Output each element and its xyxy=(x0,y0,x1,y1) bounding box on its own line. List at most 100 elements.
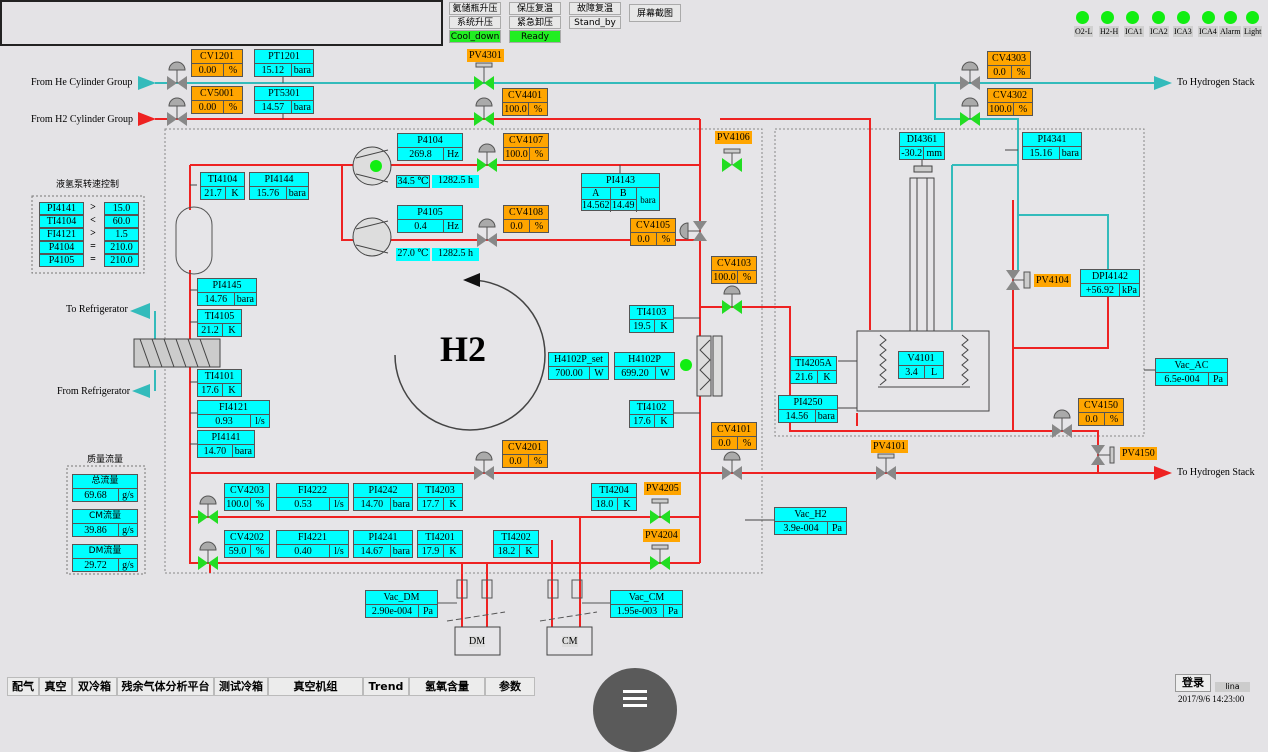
nav-tab[interactable]: 配气 xyxy=(7,677,39,696)
pi4143-tag[interactable]: PI4143 A 14.562 B 14.49 bara xyxy=(581,173,660,212)
nav-tab[interactable]: 氢氧含量 xyxy=(409,677,485,696)
pv4106-label[interactable]: PV4106 xyxy=(715,131,752,144)
speed-rule-value[interactable]: 60.0 xyxy=(104,215,139,228)
nav-tab[interactable]: 双冷箱 xyxy=(72,677,117,696)
login-button[interactable]: 登录 xyxy=(1175,674,1211,692)
nav-tab[interactable]: 真空 xyxy=(39,677,72,696)
he-boost-button[interactable]: 氦储瓶升压 xyxy=(449,2,501,15)
valve-pv4101 xyxy=(876,453,896,480)
nav-tab[interactable]: 残余气体分析平台 xyxy=(117,677,214,696)
pv4204-label[interactable]: PV4204 xyxy=(643,529,680,542)
valve-cv4201 xyxy=(474,451,494,480)
tag-value: 0.0 xyxy=(712,437,738,450)
main-menu-button[interactable] xyxy=(593,668,677,752)
ready-button[interactable]: Ready xyxy=(509,30,561,43)
tag-name: TI4105 xyxy=(198,310,241,324)
speed-rule-value[interactable]: 210.0 xyxy=(104,241,139,254)
tag-name: FI4121 xyxy=(198,401,269,415)
buffer-vessel xyxy=(175,206,213,275)
pv4301-label[interactable]: PV4301 xyxy=(467,49,504,62)
tag-unit: % xyxy=(1109,414,1119,425)
nav-tab[interactable]: 测试冷箱 xyxy=(214,677,268,696)
medium-label: H2 xyxy=(440,329,487,369)
nav-tab[interactable]: 参数 xyxy=(485,677,535,696)
heat-exchanger xyxy=(133,338,221,368)
speed-rule-value[interactable]: 15.0 xyxy=(104,202,139,215)
pv4101-label[interactable]: PV4101 xyxy=(871,440,908,453)
screenshot-button[interactable]: 屏幕截图 xyxy=(629,4,681,22)
standby-button[interactable]: Stand_by xyxy=(569,16,621,29)
nav-tab[interactable]: 真空机组 xyxy=(268,677,363,696)
tag-unit: % xyxy=(255,499,265,510)
he-lines xyxy=(155,82,1155,330)
emergency-release-button[interactable]: 紧急卸压 xyxy=(509,16,561,29)
indicator-label: ICA1 xyxy=(1124,26,1144,37)
speed-rule-value[interactable]: 1.5 xyxy=(104,228,139,241)
speed-rule-value[interactable]: 210.0 xyxy=(104,254,139,267)
pv4205-label[interactable]: PV4205 xyxy=(644,482,681,495)
tag-value: 0.00 xyxy=(192,101,224,114)
system-boost-button[interactable]: 系统升压 xyxy=(449,16,501,29)
cooldown-button[interactable]: Cool_down xyxy=(449,30,501,43)
mass-flow-label: DM流量 xyxy=(73,545,137,559)
speed-rule-op: > xyxy=(90,228,96,239)
fault-warmup-button[interactable]: 故障复温 xyxy=(569,2,621,15)
valve-pv4104 xyxy=(1006,270,1031,290)
he-inlet-arrow xyxy=(138,76,156,90)
pv4104-label[interactable]: PV4104 xyxy=(1034,274,1071,287)
p4105-temp: 27.0 ℃ xyxy=(396,248,430,261)
hold-warmup-button[interactable]: 保压复温 xyxy=(509,2,561,15)
nav-tab[interactable]: Trend xyxy=(363,677,409,696)
tag-name: Vac_CM xyxy=(611,591,682,605)
pi4143-b-value: 14.49 xyxy=(612,200,635,211)
pv4150-label[interactable]: PV4150 xyxy=(1120,447,1157,460)
